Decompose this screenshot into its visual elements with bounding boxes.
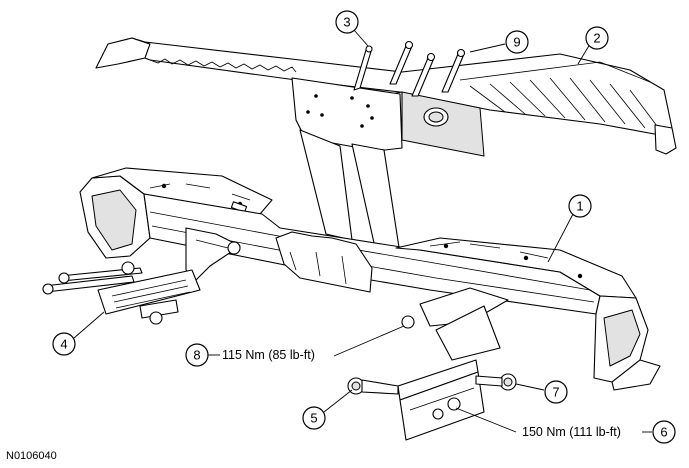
callout-1: 1 (568, 194, 592, 218)
callout-2: 2 (585, 26, 609, 50)
right-frame-bracket (347, 315, 517, 441)
torque-label-8: 115 Nm (85 lb-ft) (222, 348, 315, 362)
step-bolts (353, 40, 466, 97)
svg-text:9: 9 (513, 35, 520, 50)
callout-4: 4 (52, 332, 76, 356)
callout-3: 3 (335, 10, 359, 34)
svg-text:8: 8 (193, 348, 200, 363)
svg-text:3: 3 (343, 15, 350, 30)
callout-7: 7 (544, 380, 568, 404)
left-mount-plate (42, 241, 241, 325)
right-lower-bracket (419, 287, 509, 361)
svg-text:1: 1 (576, 199, 583, 214)
svg-text:5: 5 (310, 411, 317, 426)
center-bracket (291, 77, 403, 255)
svg-text:6: 6 (660, 425, 667, 440)
torque-spec-8: 115 Nm (85 lb-ft) (208, 348, 315, 362)
callout-6: 6 (652, 420, 676, 444)
left-lower-bracket (185, 227, 241, 281)
figure-id: N0106040 (6, 450, 57, 462)
callout-5: 5 (302, 406, 326, 430)
svg-text:4: 4 (60, 337, 67, 352)
bumper (79, 167, 661, 391)
leader-lines (73, 29, 591, 433)
svg-text:2: 2 (593, 31, 600, 46)
torque-label-6: 150 Nm (111 lb-ft) (522, 425, 621, 439)
callout-9: 9 (505, 30, 529, 54)
callout-8: 8 (185, 343, 209, 367)
svg-text:7: 7 (552, 385, 559, 400)
torque-spec-6: 150 Nm (111 lb-ft) (522, 425, 652, 439)
